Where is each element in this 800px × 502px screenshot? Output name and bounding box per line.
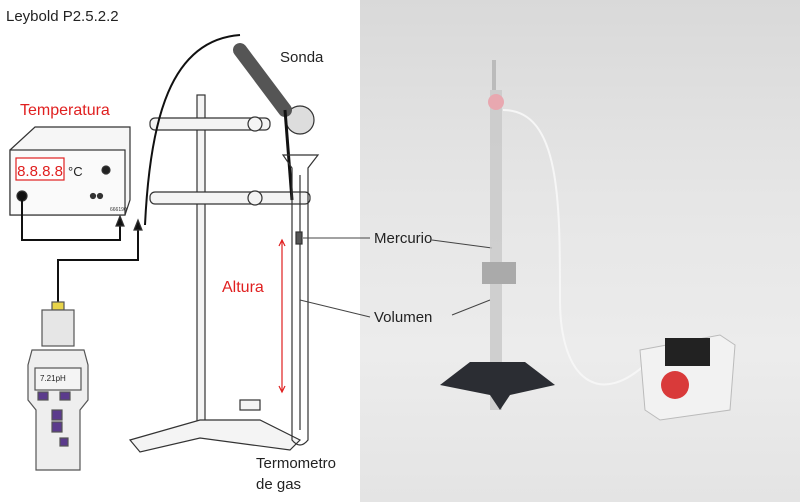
- meter-model: 666190: [110, 207, 127, 213]
- label-altura: Altura: [222, 279, 264, 296]
- temperature-meter: [9, 126, 143, 338]
- gas-thermometer-tube: [278, 154, 320, 446]
- label-volumen: Volumen: [374, 309, 433, 326]
- label-sonda: Sonda: [280, 49, 324, 66]
- apparatus-photo: [360, 0, 800, 502]
- leader-lines: [299, 237, 493, 318]
- photo-apparatus: [440, 60, 736, 421]
- label-termometro: Termometro: [256, 455, 337, 472]
- figure-title: Leybold P2.5.2.2: [6, 8, 119, 25]
- label-temperatura: Temperatura: [20, 102, 110, 119]
- label-de-gas: de gas: [256, 476, 302, 493]
- lab-stand: [128, 94, 315, 453]
- meter-unit: °C: [68, 164, 83, 179]
- handheld-reading: 7.21pH: [40, 374, 66, 383]
- handheld-device: [27, 301, 89, 471]
- meter-display: 8.8.8.8: [17, 163, 63, 180]
- label-mercurio: Mercurio: [374, 230, 433, 247]
